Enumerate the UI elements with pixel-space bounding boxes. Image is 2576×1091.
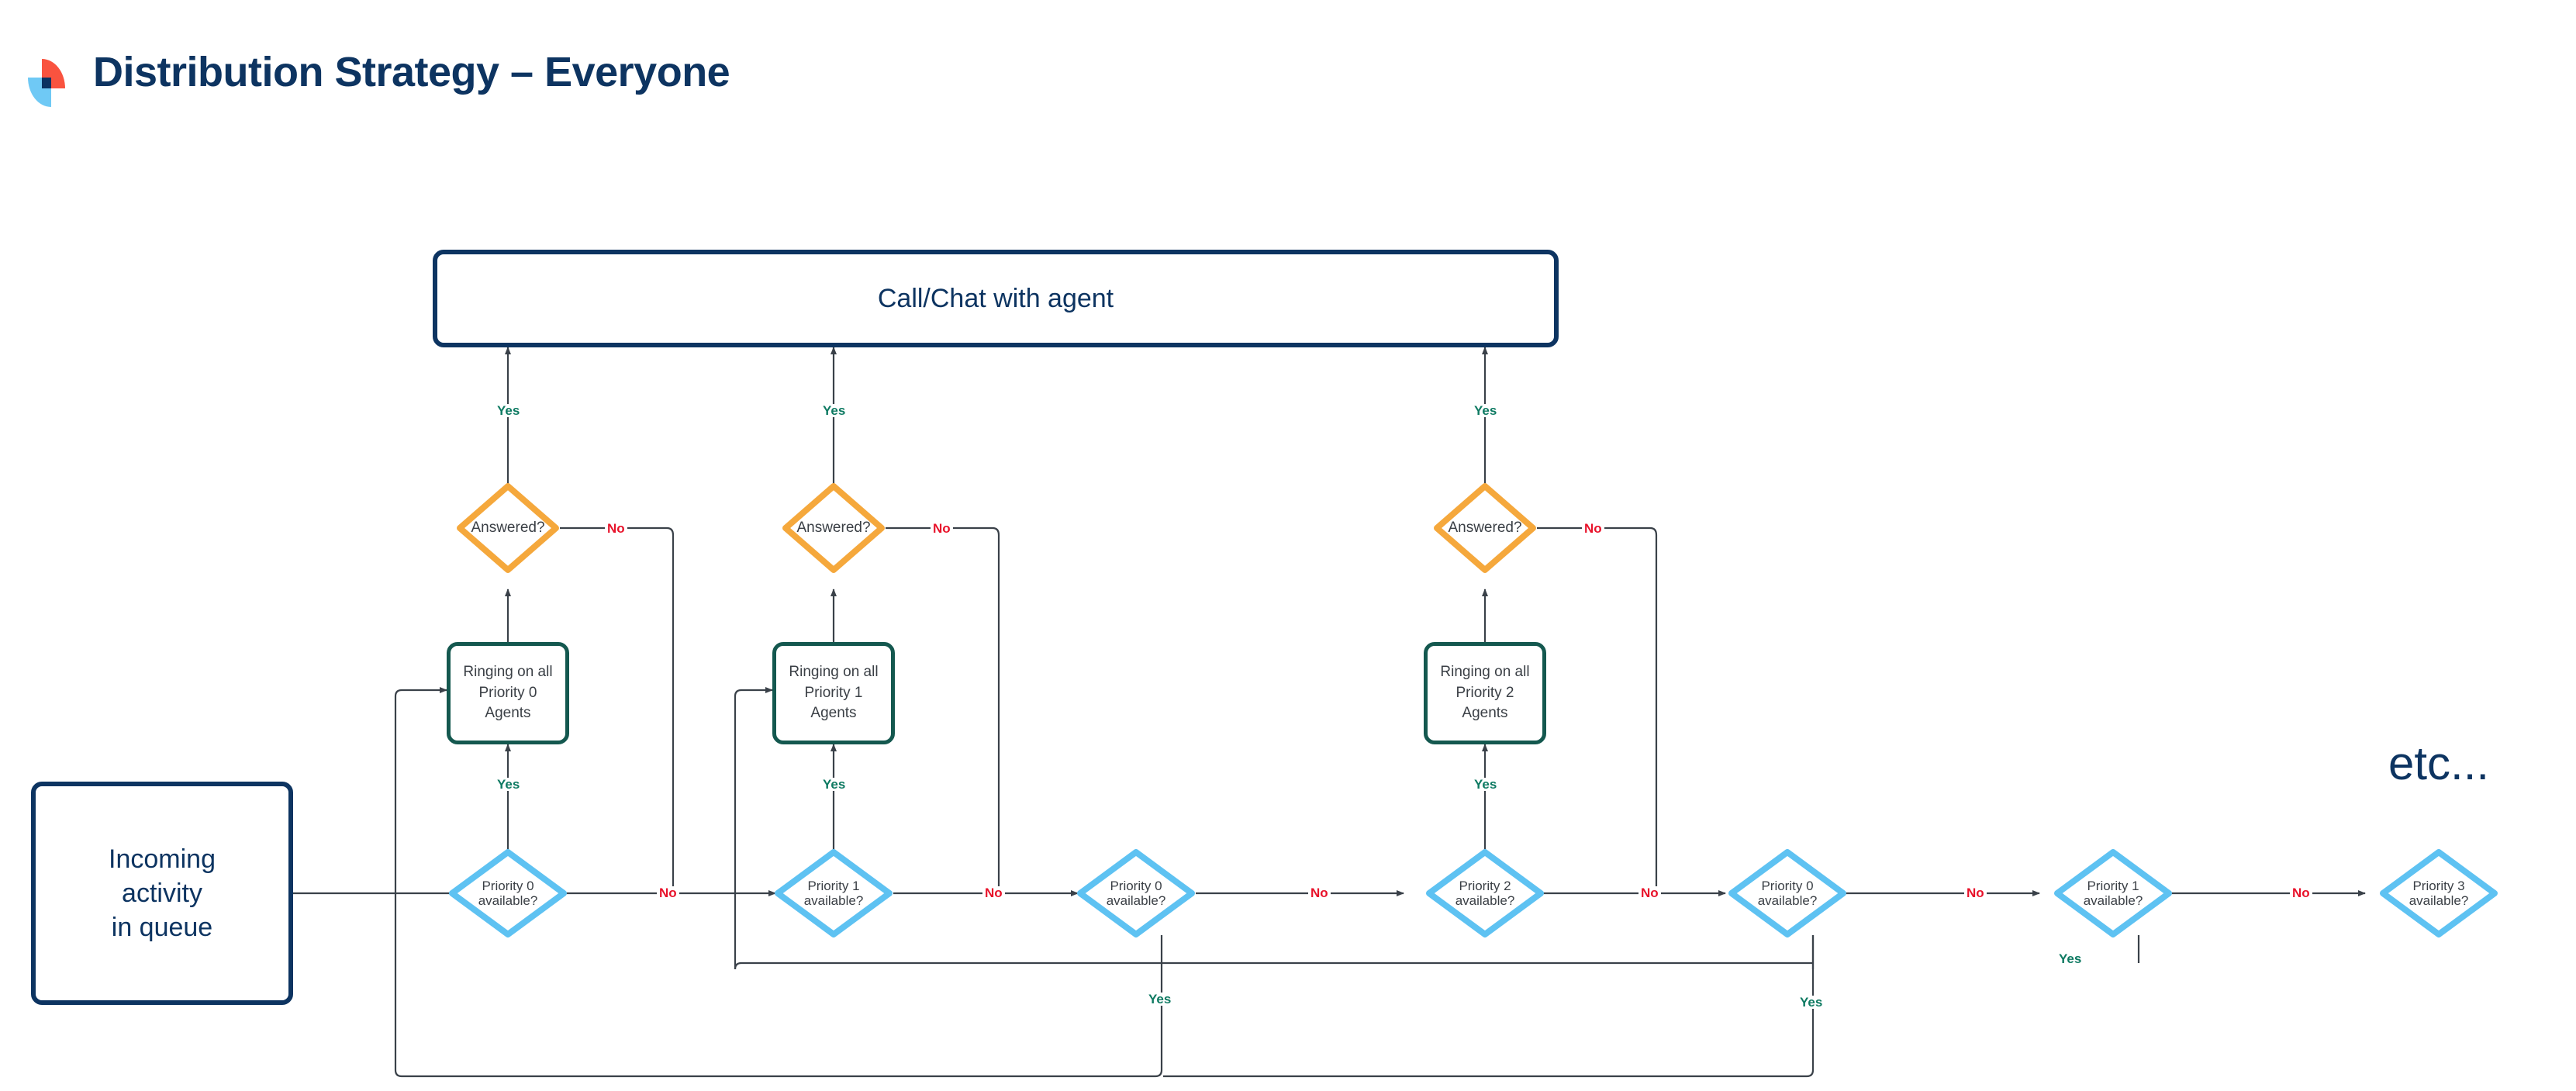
ringing-priority-1-box: Ringing on all Priority 1 Agents	[772, 642, 895, 744]
edge-label-yes-ringing-0: Yes	[495, 778, 523, 791]
etc-label: etc...	[2388, 737, 2490, 789]
terminal-call-chat-box: Call/Chat with agent	[433, 250, 1559, 347]
answered-diamond-1: Answered?	[782, 482, 886, 574]
ringing-label: Ringing on all Priority 0 Agents	[463, 663, 553, 722]
ringing-priority-2-box: Ringing on all Priority 2 Agents	[1424, 642, 1546, 744]
ringing-label: Ringing on all Priority 2 Agents	[1440, 663, 1530, 722]
edge-label-no-chain-0: No	[657, 886, 679, 899]
terminal-label: Call/Chat with agent	[877, 283, 1114, 313]
edge-label-yes-ringing-1: Yes	[820, 778, 848, 791]
edge-label-no-answered-1: No	[931, 522, 953, 535]
brand-logo-icon	[28, 59, 65, 107]
start-label: Incoming activity in queue	[109, 844, 216, 943]
logo-overlap-shape	[42, 78, 51, 88]
edge-label-no-chain-5: No	[2290, 886, 2312, 899]
edge-label-yes-loopback-2: Yes	[2056, 952, 2084, 965]
availability-diamond-shape	[2054, 849, 2172, 937]
edge-label-yes-answered-0: Yes	[495, 404, 523, 417]
availability-diamond-3: Priority 2 available?	[1425, 848, 1545, 938]
edge-label-yes-loopback-0: Yes	[1146, 993, 1174, 1006]
answered-diamond-0: Answered?	[456, 482, 560, 574]
edge-label-yes-loopback-1: Yes	[1797, 996, 1825, 1009]
edge-label-no-answered-2: No	[1582, 522, 1604, 535]
availability-diamond-shape	[1077, 849, 1195, 937]
ringing-label: Ringing on all Priority 1 Agents	[789, 663, 879, 722]
availability-diamond-shape	[1728, 849, 1846, 937]
availability-diamond-5: Priority 1 available?	[2053, 848, 2173, 938]
availability-diamond-shape	[1426, 849, 1544, 937]
answered-diamond-shape	[457, 483, 559, 573]
start-incoming-activity-box: Incoming activity in queue	[31, 782, 293, 1005]
edge-label-yes-answered-1: Yes	[820, 404, 848, 417]
availability-diamond-shape	[2380, 849, 2498, 937]
edge-label-no-answered-0: No	[605, 522, 627, 535]
edge-label-yes-answered-2: Yes	[1472, 404, 1500, 417]
page-header: Distribution Strategy – Everyone	[0, 0, 2576, 116]
edge-label-no-chain-4: No	[1964, 886, 1987, 899]
availability-diamond-shape	[449, 849, 567, 937]
answered-diamond-2: Answered?	[1433, 482, 1537, 574]
page-title: Distribution Strategy – Everyone	[93, 49, 730, 95]
availability-diamond-0: Priority 0 available?	[448, 848, 568, 938]
availability-diamond-6: Priority 3 available?	[2379, 848, 2498, 938]
edge-label-no-chain-3: No	[1638, 886, 1661, 899]
edge-label-yes-ringing-2: Yes	[1472, 778, 1500, 791]
answered-diamond-shape	[782, 483, 885, 573]
ringing-priority-0-box: Ringing on all Priority 0 Agents	[447, 642, 569, 744]
answered-diamond-shape	[1434, 483, 1536, 573]
availability-diamond-4: Priority 0 available?	[1728, 848, 1847, 938]
edge-label-no-chain-2: No	[1308, 886, 1331, 899]
availability-diamond-2: Priority 0 available?	[1076, 848, 1196, 938]
availability-diamond-shape	[775, 849, 893, 937]
availability-diamond-1: Priority 1 available?	[774, 848, 893, 938]
edge-label-no-chain-1: No	[982, 886, 1005, 899]
